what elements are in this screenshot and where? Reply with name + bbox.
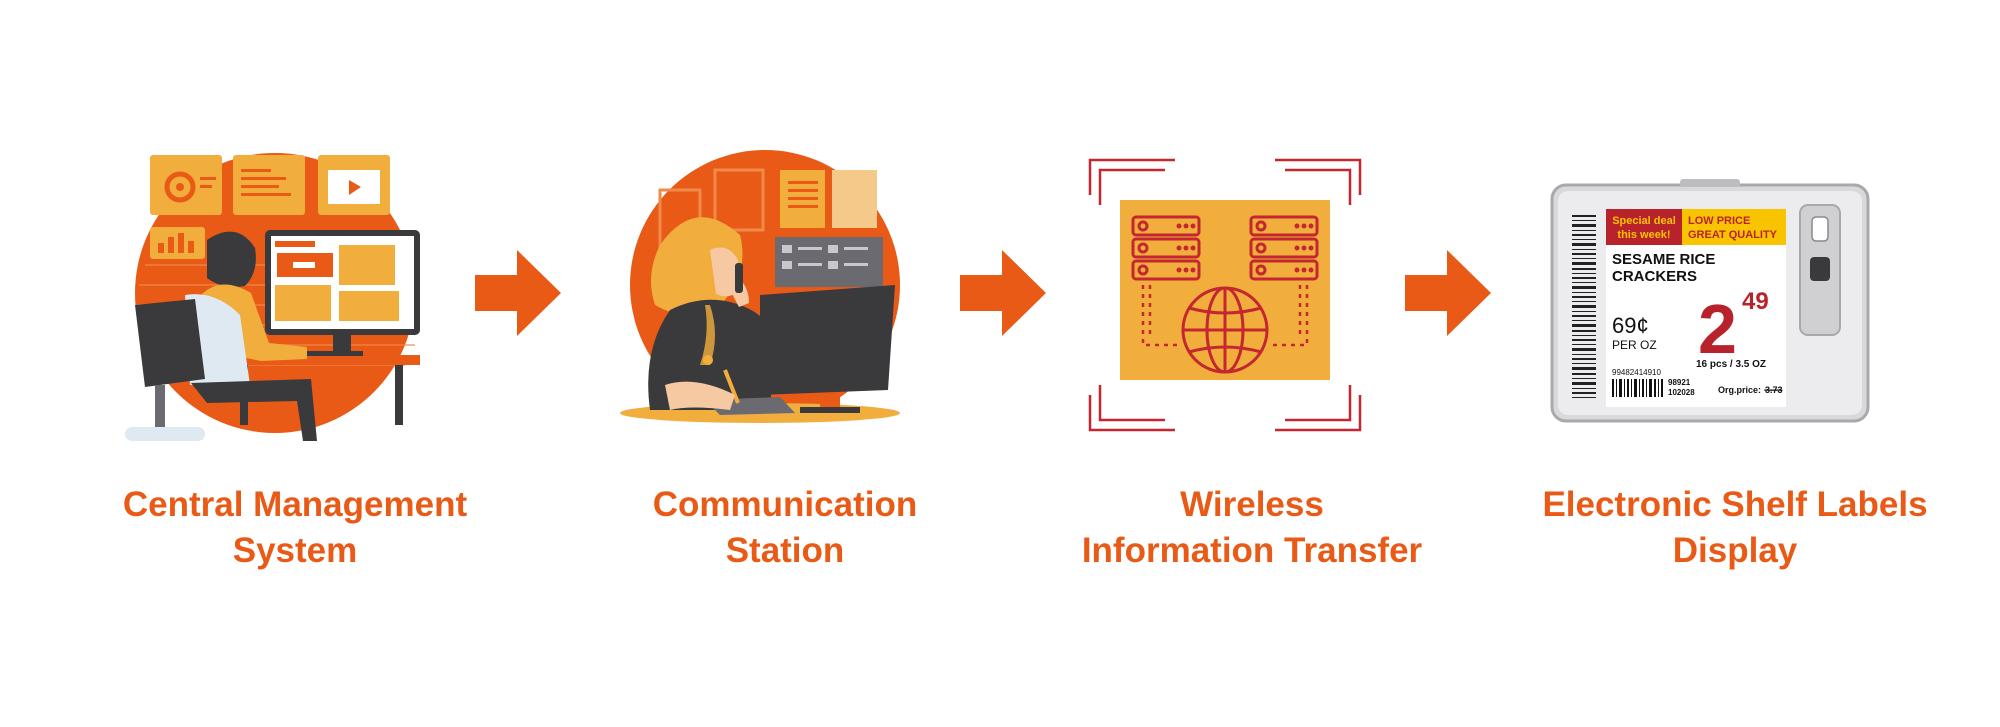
arrow-right-icon <box>1405 250 1491 341</box>
esl-promo-left-line1: Special deal <box>1612 215 1676 227</box>
shelf-label-device: Special deal this week! LOW PRICE GREAT … <box>1550 179 1870 423</box>
caption-line2: Display <box>1672 531 1798 570</box>
step-wireless-transfer <box>1085 145 1365 445</box>
call-operator-illustration <box>620 150 900 423</box>
caption-communication-station: Communication Station <box>565 482 1005 574</box>
esl-promo-right-line1: LOW PRICE <box>1688 215 1750 227</box>
caption-line1: Wireless <box>1180 485 1324 524</box>
caption-central-management: Central Management System <box>75 482 515 574</box>
esl-code1: 98921 <box>1668 378 1691 387</box>
esl-price-cents: 49 <box>1742 288 1769 315</box>
esl-price-main: 2 <box>1698 290 1737 368</box>
esl-unit-price: 69¢ <box>1612 313 1649 338</box>
esl-promo-left-line2: this week! <box>1617 229 1670 241</box>
caption-line2: Station <box>725 531 845 570</box>
caption-wireless-transfer: Wireless Information Transfer <box>1032 482 1472 574</box>
step-communication-station <box>610 145 910 445</box>
caption-line2: System <box>232 531 358 570</box>
caption-line1: Communication <box>652 485 918 524</box>
esl-code2: 102028 <box>1668 388 1695 397</box>
step-central-management <box>125 145 445 445</box>
caption-esl-display: Electronic Shelf Labels Display <box>1515 482 1955 574</box>
server-network-globe-illustration <box>1088 158 1362 432</box>
esl-pack-info: 16 pcs / 3.5 OZ <box>1696 359 1766 370</box>
esl-barcode <box>1612 379 1663 397</box>
esl-unit-label: PER OZ <box>1612 338 1657 352</box>
caption-line2: Information Transfer <box>1081 531 1423 570</box>
esl-product-line1: SESAME RICE <box>1612 251 1715 268</box>
admin-desk-illustration <box>125 153 420 441</box>
esl-orig-label: Org.price: <box>1718 385 1761 395</box>
esl-promo-right-line2: GREAT QUALITY <box>1688 229 1778 241</box>
esl-sku: 99482414910 <box>1612 368 1661 377</box>
caption-line1: Electronic Shelf Labels <box>1542 485 1928 524</box>
caption-line1: Central Management <box>122 485 468 524</box>
arrow-right-icon <box>475 250 561 341</box>
arrow-right-icon <box>960 250 1046 341</box>
step-esl-display: Special deal this week! LOW PRICE GREAT … <box>1550 145 1870 445</box>
esl-product-line2: CRACKERS <box>1612 268 1697 285</box>
